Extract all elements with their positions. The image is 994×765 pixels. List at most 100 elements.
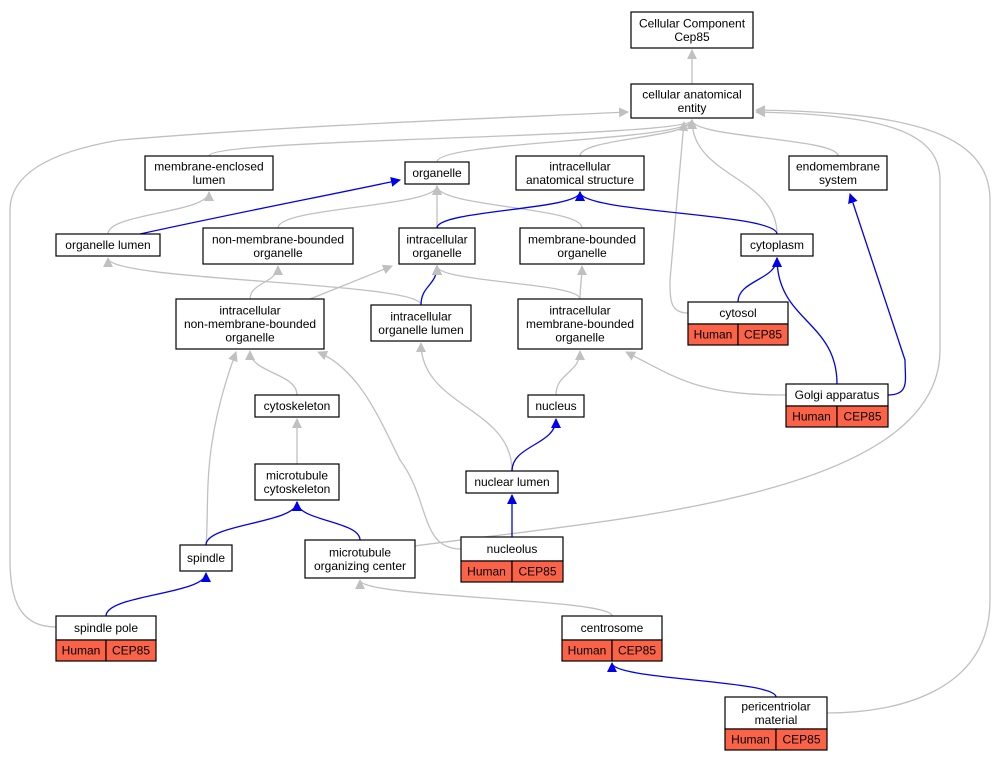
node-org[interactable]: organelle [404,161,470,185]
node-nuclum[interactable]: nuclear lumen [465,470,559,494]
gene-label: CEP85 [744,328,782,342]
edge-imbo-to-mbo [576,265,587,300]
edge-pcm-to-cae [755,105,991,714]
edge-nucleolus-to-inmbo [317,350,462,550]
node-label: nucleolus [487,542,538,556]
node-box [202,227,354,265]
node-label: cytosol [719,306,756,320]
edge-cytosol-to-cyto [737,257,782,303]
node-label: spindle pole [74,621,138,635]
node-label: Golgi apparatus [795,388,880,402]
node-label: non-membrane-bounded [212,232,344,246]
species-label: Human [731,733,770,747]
edge-spindle-to-mtcyto [205,501,302,546]
edge-cyto-to-cae [687,119,778,235]
node-label: material [755,713,798,727]
edge-pcm-to-centro [607,662,777,698]
node-box [179,544,233,572]
edge-inmbo-to-io [309,264,393,300]
edge-spole-to-cae [9,107,629,628]
annotation-cell [737,323,789,346]
node-label: cytoskeleton [264,482,331,496]
species-label: Human [792,410,831,424]
node-label: intracellular [390,309,451,323]
node-box [630,83,754,119]
node-inmbo[interactable]: intracellularnon-membrane-boundedorganel… [175,298,325,350]
node-label: membrane-enclosed [154,159,263,173]
node-box [740,233,814,257]
node-box [630,11,754,49]
edge-iol-to-io [420,265,442,306]
node-label: organelle [253,246,303,260]
edge-mbo-to-org [432,185,583,229]
edge-golgi-to-cyto [772,257,838,385]
edge-nucleus-to-imbo [555,350,585,396]
gene-label: CEP85 [782,733,820,747]
node-box [527,394,585,418]
node-box [561,615,663,641]
edge-centro-to-mtoc [355,579,613,617]
annotation-cell [105,639,157,662]
species-label: Human [62,644,101,658]
edge-io-to-ias [436,191,585,229]
node-box [254,463,340,501]
species-label: Human [694,328,733,342]
node-box [404,161,470,185]
node-cyto[interactable]: cytoplasm [740,233,814,257]
node-label: lumen [193,173,226,187]
annotation-cell [611,639,663,662]
edge-inmbo-to-nmbo [249,265,283,300]
node-box [144,155,274,191]
edge-nmbo-to-org [277,185,442,229]
node-spindle[interactable]: spindle [179,544,233,572]
node-box [254,394,340,418]
node-olum[interactable]: organelle lumen [55,233,161,257]
gene-label: CEP85 [618,644,656,658]
species-label: Human [568,644,607,658]
node-cytosk[interactable]: cytoskeleton [254,394,340,418]
node-label: membrane-bounded [528,232,636,246]
node-label: anatomical structure [526,173,634,187]
edge-cytosk-to-inmbo [245,350,298,396]
edge-nuclum-to-iol [416,342,513,472]
node-box [398,227,476,265]
node-label: organelle [557,246,607,260]
edge-mtoc-to-mtcyto [292,501,361,541]
node-label: entity [678,101,707,115]
node-box [519,227,645,265]
node-box [55,615,157,641]
node-label: Cep85 [674,30,710,44]
node-label: intracellular [549,304,610,318]
node-label: Cellular Component [639,16,746,30]
node-box [304,539,416,579]
node-label: organelle [555,331,605,345]
edge-imbo-to-io [432,265,581,300]
edge-layer [9,49,991,714]
edge-endo-to-cae [687,119,839,157]
edge-mtoc-to-cae [414,107,941,547]
node-box [175,298,325,350]
node-label: organelle lumen [378,323,463,337]
annotation-cell [836,405,889,428]
node-nucleus[interactable]: nucleus [527,394,585,418]
